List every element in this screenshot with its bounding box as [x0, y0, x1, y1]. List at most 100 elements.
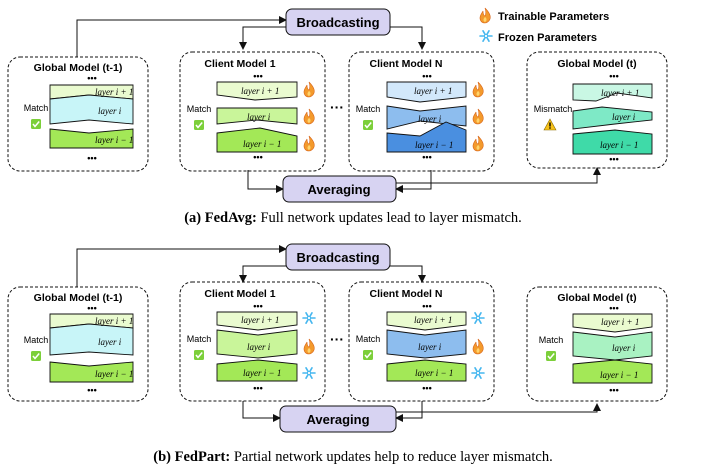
- svg-text:Match: Match: [539, 335, 564, 345]
- svg-text:Client Model 1: Client Model 1: [204, 288, 275, 300]
- svg-text:layer i + 1: layer i + 1: [414, 86, 452, 96]
- svg-text:Global Model (t): Global Model (t): [557, 292, 636, 304]
- client-model-n-b: Client Model N ••• Match layer i + 1 lay…: [348, 281, 495, 402]
- averaging-box-b: Averaging: [279, 405, 397, 433]
- svg-text:layer i − 1: layer i − 1: [95, 135, 133, 145]
- svg-text:layer i: layer i: [612, 112, 636, 122]
- svg-text:Client Model N: Client Model N: [370, 58, 443, 70]
- svg-text:Averaging: Averaging: [307, 182, 370, 197]
- client-model-1-a: Client Model 1 ••• Match layer i + 1 lay…: [179, 51, 326, 172]
- svg-text:layer i − 1: layer i − 1: [415, 140, 453, 150]
- client-model-n-a: Client Model N ••• Match layer i + 1 lay…: [348, 51, 495, 172]
- legend-frozen: Frozen Parameters: [498, 32, 597, 44]
- svg-text:Broadcasting: Broadcasting: [296, 250, 379, 265]
- svg-text:layer i: layer i: [98, 337, 122, 347]
- svg-text:layer i + 1: layer i + 1: [95, 87, 133, 97]
- snowflake-icon: [302, 311, 316, 325]
- svg-text:layer i: layer i: [418, 342, 442, 352]
- svg-text:layer i + 1: layer i + 1: [241, 315, 279, 325]
- svg-text:•••: •••: [87, 73, 96, 83]
- check-icon: [545, 350, 557, 362]
- svg-text:Mismatch: Mismatch: [534, 104, 573, 114]
- check-icon: [362, 349, 374, 361]
- broadcasting-box-b: Broadcasting: [285, 243, 391, 271]
- svg-text:layer i + 1: layer i + 1: [601, 317, 639, 327]
- legend-trainable: Trainable Parameters: [498, 11, 609, 23]
- svg-text:layer i + 1: layer i + 1: [414, 315, 452, 325]
- svg-text:•••: •••: [87, 303, 96, 313]
- svg-text:layer i + 1: layer i + 1: [95, 316, 133, 326]
- warning-icon: [543, 118, 557, 131]
- svg-text:Match: Match: [24, 335, 49, 345]
- svg-text:•••: •••: [609, 154, 618, 164]
- averaging-box-a: Averaging: [282, 175, 397, 203]
- svg-text:•••: •••: [422, 383, 431, 393]
- global-model-next-a: Global Model (t) ••• Mismatch layer i + …: [526, 51, 668, 169]
- global-model-prev-a: Global Model (t-1) ••• Match layer i + 1…: [7, 56, 149, 172]
- svg-text:Match: Match: [356, 334, 381, 344]
- svg-text:•••: •••: [609, 303, 618, 313]
- svg-text:•••: •••: [253, 383, 262, 393]
- fire-icon: [303, 81, 315, 98]
- svg-text:•••: •••: [422, 152, 431, 162]
- check-icon: [30, 118, 42, 130]
- svg-text:Averaging: Averaging: [306, 412, 369, 427]
- check-icon: [362, 119, 374, 131]
- caption-a: (a) FedAvg: Full network updates lead to…: [184, 210, 522, 226]
- snowflake-icon: [471, 311, 485, 325]
- svg-text:layer i − 1: layer i − 1: [243, 368, 281, 378]
- svg-text:Global Model (t): Global Model (t): [557, 58, 636, 70]
- svg-text:•••: •••: [253, 71, 262, 81]
- fire-icon: [472, 81, 484, 98]
- svg-text:layer i: layer i: [612, 343, 636, 353]
- svg-text:•••: •••: [609, 385, 618, 395]
- svg-text:layer i − 1: layer i − 1: [95, 369, 133, 379]
- broadcasting-box-a: Broadcasting: [285, 8, 391, 36]
- snowflake-icon: [471, 366, 485, 380]
- check-icon: [30, 350, 42, 362]
- svg-text:Match: Match: [24, 103, 49, 113]
- svg-text:Broadcasting: Broadcasting: [296, 15, 379, 30]
- svg-text:Match: Match: [187, 334, 212, 344]
- panel-a-connectors: [76, 16, 601, 193]
- svg-text:Global Model (t-1): Global Model (t-1): [34, 62, 123, 74]
- client-model-1-b: Client Model 1 ••• Match layer i + 1 lay…: [179, 281, 326, 402]
- fire-icon: [472, 135, 484, 152]
- svg-text:•••: •••: [253, 301, 262, 311]
- svg-text:layer i + 1: layer i + 1: [241, 86, 279, 96]
- legend: Trainable Parameters Frozen Parameters: [479, 7, 609, 44]
- svg-text:•••: •••: [87, 385, 96, 395]
- fire-icon: [479, 7, 491, 24]
- svg-text:layer i: layer i: [98, 106, 122, 116]
- panel-b-connectors: [76, 245, 601, 422]
- fire-icon: [303, 135, 315, 152]
- ellipsis: ···: [330, 331, 344, 347]
- svg-text:Client Model 1: Client Model 1: [204, 58, 275, 70]
- svg-text:layer i + 1: layer i + 1: [601, 88, 639, 98]
- svg-text:•••: •••: [422, 71, 431, 81]
- svg-text:•••: •••: [253, 152, 262, 162]
- svg-text:layer i: layer i: [247, 112, 271, 122]
- svg-text:Client Model N: Client Model N: [370, 288, 443, 300]
- global-model-prev-b: Global Model (t-1) ••• Match layer i + 1…: [7, 286, 149, 402]
- svg-text:•••: •••: [609, 71, 618, 81]
- snowflake-icon: [479, 29, 493, 43]
- fire-icon: [303, 338, 315, 355]
- svg-text:layer i − 1: layer i − 1: [415, 368, 453, 378]
- svg-text:•••: •••: [422, 301, 431, 311]
- ellipsis: ···: [330, 99, 344, 115]
- svg-text:layer i − 1: layer i − 1: [243, 139, 281, 149]
- global-model-next-b: Global Model (t) ••• Match layer i + 1 l…: [526, 286, 668, 402]
- svg-text:layer i: layer i: [247, 342, 271, 352]
- fire-icon: [303, 108, 315, 125]
- fire-icon: [472, 108, 484, 125]
- caption-b: (b) FedPart: Partial network updates hel…: [153, 449, 552, 465]
- check-icon: [193, 119, 205, 131]
- snowflake-icon: [302, 366, 316, 380]
- svg-text:Match: Match: [187, 104, 212, 114]
- svg-text:layer i − 1: layer i − 1: [600, 140, 638, 150]
- fire-icon: [472, 338, 484, 355]
- check-icon: [193, 349, 205, 361]
- svg-text:Global Model (t-1): Global Model (t-1): [34, 292, 123, 304]
